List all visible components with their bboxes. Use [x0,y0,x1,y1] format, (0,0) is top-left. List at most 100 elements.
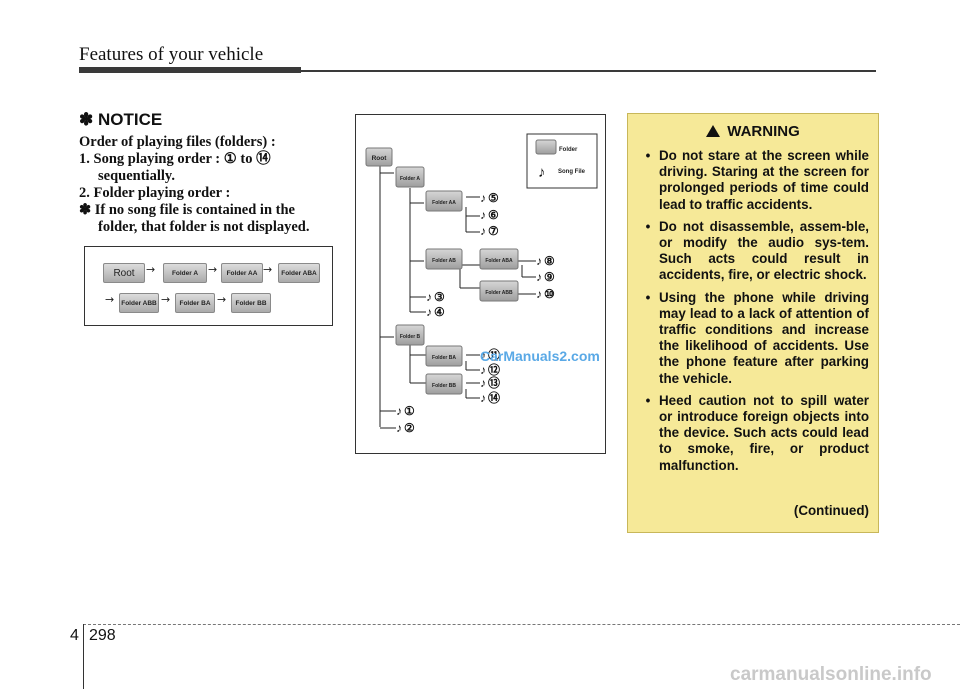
folder-icon: Root [365,147,393,167]
arrow-icon: → [208,263,218,276]
tree-folder-a: Folder A [400,176,420,182]
notice-line: 1. Song playing order : ① to ⑭ [79,151,271,167]
warning-item-text: Using the phone while driving may lead t… [659,289,869,386]
page-number: 298 [89,627,116,644]
warning-triangle-icon [706,125,721,137]
song-12: ⑫ [488,362,500,377]
song-8: ⑧ [544,254,555,268]
music-note-icon: ♪ [480,208,486,222]
bullet-icon: • [645,218,651,234]
song-13: ⑬ [488,375,500,390]
notice-line: folder, that folder is not displayed. [98,219,310,235]
tree-folder-root: Root [372,155,388,162]
folder-icon: Folder BA [425,345,463,367]
tree-folder-aa: Folder AA [432,200,456,206]
legend-folder: Folder [559,147,578,153]
notice-line: 2. Folder playing order : [79,185,231,201]
notice-line: sequentially. [98,168,175,184]
page-header-title: Features of your vehicle [79,44,264,65]
folder-icon: Folder BB [425,373,463,395]
arrow-icon: → [263,263,273,276]
warning-list: • Do not stare at the screen while drivin… [637,148,869,480]
arrow-icon: → [146,263,156,276]
bullet-icon: • [645,289,651,305]
folder-icon: Folder B [395,324,425,346]
footer-rule [83,624,960,625]
music-note-icon: ♪ [536,254,542,268]
song-1: ① [404,404,415,418]
watermark-carmanuals: CarManuals2.com [480,348,600,364]
folder-icon: Folder AB [425,248,463,270]
tree-legend: Folder ♪ Song File [526,133,598,189]
song-10: ⑩ [544,287,555,301]
legend-song-file: Song File [558,169,586,175]
song-5: ⑤ [488,191,499,205]
folder-icon [535,139,557,155]
watermark-site: carmanualsonline.info [730,664,932,685]
arrow-icon: → [161,293,171,306]
tree-folder-abb: Folder ABB [485,290,513,296]
tree-folder-aba: Folder ABA [485,258,513,264]
folder-icon: Folder ABB [479,280,519,302]
music-note-icon: ♪ [536,287,542,301]
folder-icon: Folder AA [425,190,463,212]
song-9: ⑨ [544,270,555,284]
warning-item-text: Do not disassemble, assem-ble, or modify… [659,218,869,283]
bullet-icon: • [645,148,651,163]
order-node-root: Root [103,263,145,283]
music-note-icon: ♪ [480,224,486,238]
warning-item-text: Heed caution not to spill water or intro… [659,392,869,473]
tree-folder-ba: Folder BA [432,355,456,361]
music-note-icon: ♪ [396,404,402,418]
music-note-icon: ♪ [480,348,486,362]
tree-folder-ab: Folder AB [432,258,456,264]
folder-icon: Folder ABA [479,248,519,270]
tree-folder-bb: Folder BB [432,383,456,389]
order-node-folder-a: Folder A [163,263,207,283]
song-4: ④ [434,305,445,319]
music-note-icon: ♪ [426,290,432,304]
warning-item: • Using the phone while driving may lead … [637,290,869,387]
warning-box: WARNING • Do not stare at the screen whil… [627,113,879,533]
order-node-folder-ba: Folder BA [175,293,215,313]
warning-item: • Do not disassemble, assem-ble, or modif… [637,219,869,284]
notice-line: ✽ If no song file is contained in the [79,202,295,218]
arrow-icon: → [105,293,115,306]
music-note-icon: ♪ [538,164,546,181]
music-note-icon: ♪ [536,270,542,284]
music-note-icon: ♪ [396,421,402,435]
warning-item-text: Do not stare at the screen while driving… [659,148,869,212]
header-rule [301,70,876,72]
warning-item: • Do not stare at the screen while drivin… [637,148,869,213]
footer-divider [83,624,84,689]
notice-section: ✽ NOTICE Order of playing files (folders… [79,110,337,236]
notice-heading: ✽ NOTICE [79,110,163,129]
notice-line: Order of playing files (folders) : [79,134,276,150]
warning-item: • Heed caution not to spill water or intr… [637,393,869,474]
song-11: ⑪ [488,347,500,362]
order-node-folder-abb: Folder ABB [119,293,159,313]
tree-svg: Root Folder A Folder AA Folder AB Folder… [365,133,598,435]
song-2: ② [404,421,415,435]
warning-heading: WARNING [628,123,878,140]
song-3: ③ [434,290,445,304]
bullet-icon: • [645,392,651,408]
folder-order-diagram: Root → Folder A → Folder AA → Folder ABA… [84,246,333,326]
music-note-icon: ♪ [480,376,486,390]
warning-continued: (Continued) [793,503,869,518]
song-14: ⑭ [488,390,500,405]
order-node-folder-aba: Folder ABA [278,263,320,283]
music-note-icon: ♪ [426,305,432,319]
arrow-icon: → [217,293,227,306]
order-node-folder-bb: Folder BB [231,293,271,313]
music-note-icon: ♪ [480,391,486,405]
section-number: 4 [70,627,79,644]
order-node-folder-aa: Folder AA [221,263,263,283]
warning-heading-text: WARNING [727,123,800,140]
tree-folder-b: Folder B [400,334,421,340]
music-note-icon: ♪ [480,363,486,377]
header-bar [79,67,301,73]
song-6: ⑥ [488,208,499,222]
song-7: ⑦ [488,224,499,238]
music-note-icon: ♪ [480,191,486,205]
